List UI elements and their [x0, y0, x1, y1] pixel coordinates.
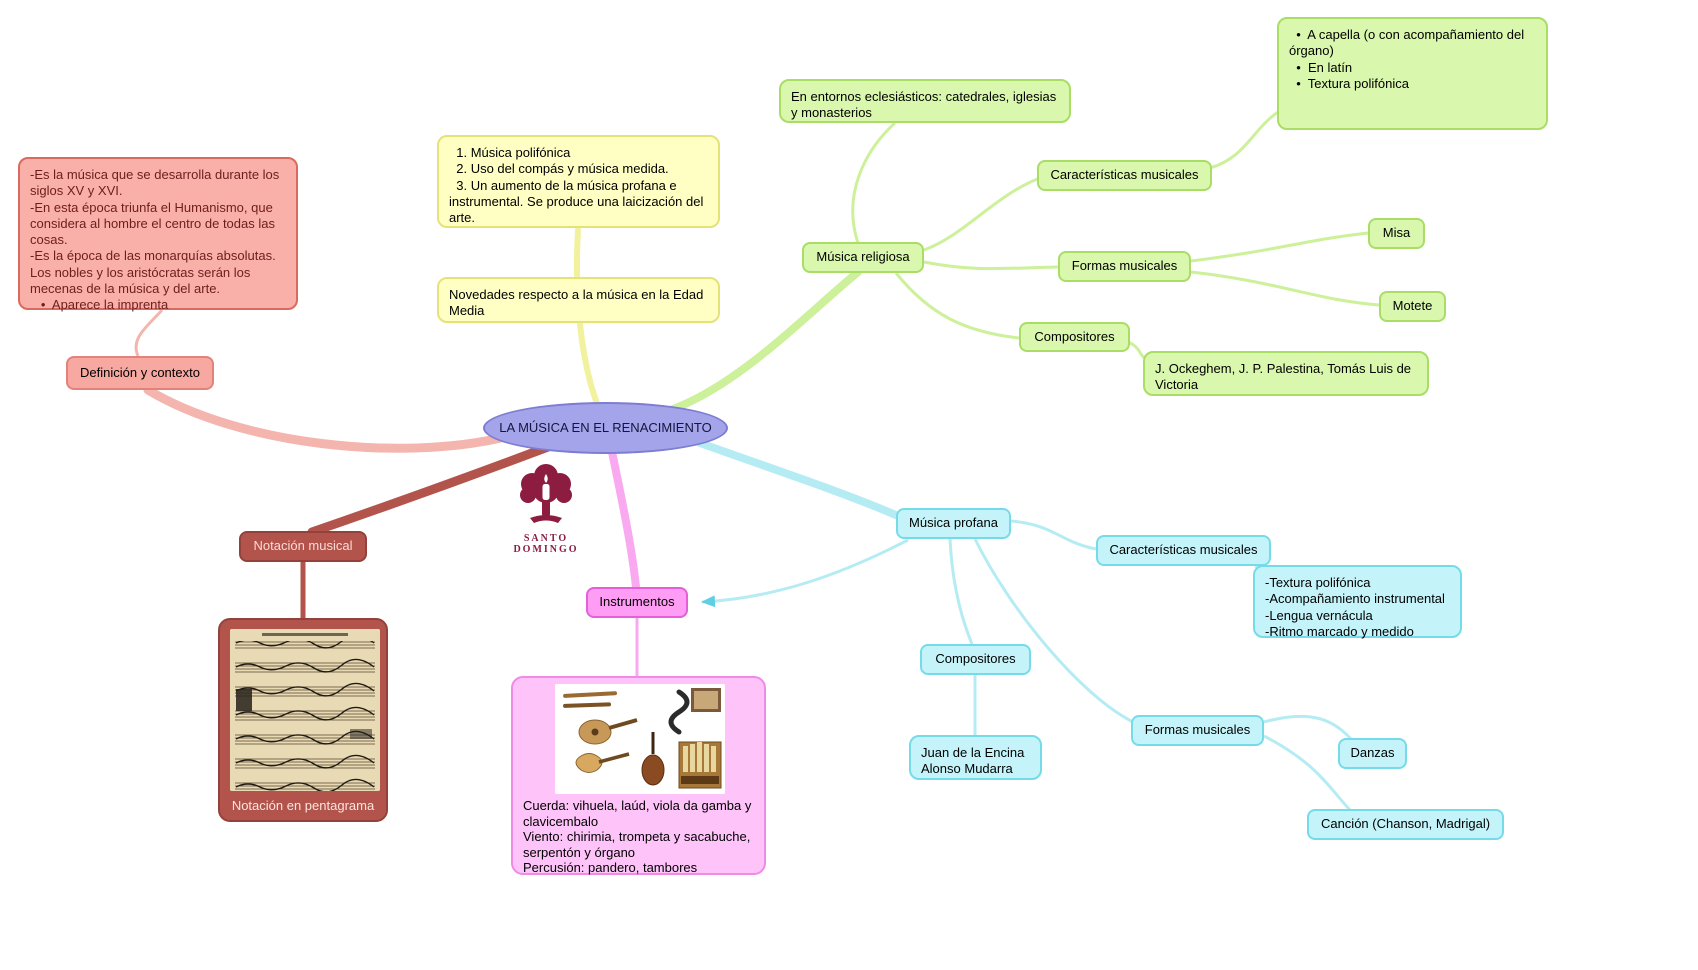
node-danzas[interactable]: Danzas	[1338, 738, 1407, 769]
edge-profana-to-caracteristicas	[1010, 519, 1097, 551]
node-musica-religiosa-label: Música religiosa	[816, 249, 910, 265]
node-notacion-image-frame[interactable]: Notación en pentagrama	[218, 618, 388, 822]
instrumentos-detail-text: Cuerda: vihuela, laúd, viola da gamba y …	[523, 798, 752, 876]
edge-religiosa-to-caracteristicas	[923, 176, 1041, 252]
school-logo: SANTO DOMINGO	[500, 462, 592, 555]
node-misa-label: Misa	[1382, 225, 1411, 241]
edge-central-to-definicion	[143, 385, 510, 453]
node-profana-compositores-label: Compositores	[935, 651, 1016, 667]
node-profana-compositores[interactable]: Compositores	[920, 644, 1031, 675]
node-instrumentos-label: Instrumentos	[599, 594, 675, 610]
tree-candle-logo-icon	[520, 464, 572, 523]
node-motete[interactable]: Motete	[1379, 291, 1446, 322]
node-religiosa-caracteristicas-detail[interactable]: • A capella (o con acompañamiento del ór…	[1277, 17, 1548, 130]
node-religiosa-compositores-label: Compositores	[1034, 328, 1115, 344]
edge-central-to-instrumentos	[608, 448, 640, 591]
node-profana-caracteristicas-label: Características musicales	[1109, 542, 1258, 558]
edge-formas-prof-to-danzas	[1263, 714, 1354, 742]
node-definicion-contexto[interactable]: Definición y contexto	[66, 356, 214, 390]
node-religiosa-entornos[interactable]: En entornos eclesiásticos: catedrales, i…	[779, 79, 1071, 123]
node-profana-formas[interactable]: Formas musicales	[1131, 715, 1264, 746]
edge-formas-rel-to-motete	[1190, 270, 1380, 307]
node-profana-formas-label: Formas musicales	[1144, 722, 1251, 738]
node-notacion-musical-label: Notación musical	[253, 538, 353, 554]
node-novedades[interactable]: Novedades respecto a la música en la Eda…	[437, 277, 720, 323]
node-profana-compositores-detail[interactable]: Juan de la Encina Alonso Mudarra	[909, 735, 1042, 780]
node-novedades-list[interactable]: 1. Música polifónica 2. Uso del compás y…	[437, 135, 720, 228]
node-musica-profana[interactable]: Música profana	[896, 508, 1011, 539]
node-profana-caracteristicas-detail[interactable]: -Textura polifónica -Acompañamiento inst…	[1253, 565, 1462, 639]
node-instrumentos-detail[interactable]: Cuerda: vihuela, laúd, viola da gamba y …	[511, 676, 766, 875]
node-musica-religiosa[interactable]: Música religiosa	[802, 242, 924, 273]
node-profana-caracteristicas[interactable]: Características musicales	[1096, 535, 1271, 566]
node-instrumentos[interactable]: Instrumentos	[586, 587, 688, 618]
edge-definicion-to-detail	[134, 309, 164, 357]
node-religiosa-formas[interactable]: Formas musicales	[1058, 251, 1191, 282]
node-religiosa-formas-label: Formas musicales	[1071, 258, 1178, 274]
central-node[interactable]: LA MÚSICA EN EL RENACIMIENTO	[483, 402, 728, 454]
node-religiosa-compositores[interactable]: Compositores	[1019, 322, 1130, 352]
central-node-label: LA MÚSICA EN EL RENACIMIENTO	[499, 419, 712, 435]
node-misa[interactable]: Misa	[1368, 218, 1425, 249]
notacion-caption: Notación en pentagrama	[231, 797, 375, 813]
instruments-graphic-icon	[555, 684, 725, 794]
instruments-image	[555, 684, 725, 794]
edge-religiosa-to-compositores	[894, 272, 1020, 340]
node-cancion[interactable]: Canción (Chanson, Madrigal)	[1307, 809, 1504, 840]
edge-central-to-musica-profana	[696, 439, 902, 520]
node-motete-label: Motete	[1392, 298, 1433, 314]
edge-profana-to-instrumentos-arrow	[701, 538, 909, 608]
node-religiosa-compositores-detail[interactable]: J. Ockeghem, J. P. Palestina, Tomás Luis…	[1143, 351, 1429, 396]
edge-religiosa-to-formas	[923, 260, 1059, 271]
node-religiosa-caracteristicas-label: Características musicales	[1050, 167, 1199, 183]
edge-profana-to-compositores	[948, 538, 974, 645]
edge-profana-to-formas	[973, 538, 1134, 724]
node-definicion-detail[interactable]: -Es la música que se desarrolla durante …	[18, 157, 298, 312]
sheet-music-image	[230, 629, 380, 791]
sheet-music-graphic-icon	[230, 629, 380, 791]
node-musica-profana-label: Música profana	[909, 515, 998, 531]
node-cancion-label: Canción (Chanson, Madrigal)	[1320, 816, 1491, 832]
node-definicion-contexto-label: Definición y contexto	[80, 364, 200, 380]
node-notacion-musical[interactable]: Notación musical	[239, 531, 367, 562]
school-logo-text: SANTO DOMINGO	[513, 533, 579, 555]
node-danzas-label: Danzas	[1350, 745, 1395, 761]
node-religiosa-caracteristicas[interactable]: Características musicales	[1037, 160, 1212, 191]
edge-religiosa-to-entornos	[851, 121, 897, 244]
edge-formas-rel-to-misa	[1190, 231, 1369, 263]
edge-caracteristicas-rel-to-detail	[1209, 110, 1279, 170]
